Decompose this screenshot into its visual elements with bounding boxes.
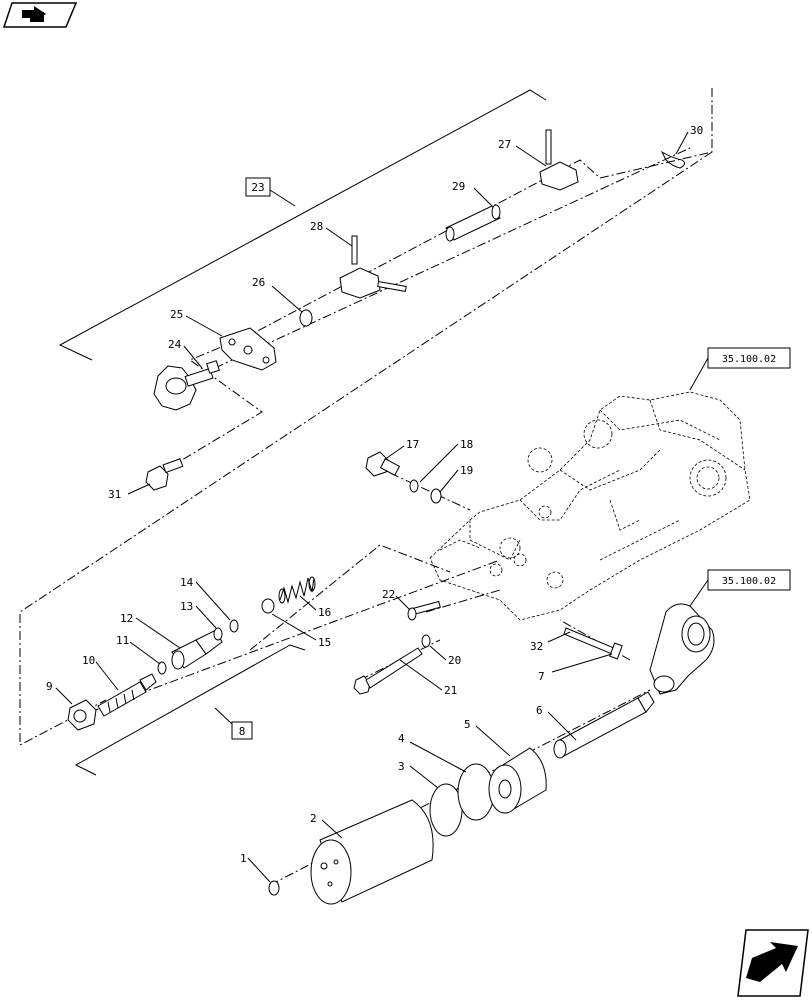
callout-8: 8 [239, 725, 246, 738]
callout-17: 17 [406, 438, 419, 451]
part-19-washer [430, 488, 442, 504]
part-18-ring [409, 479, 419, 493]
callout-3: 3 [398, 760, 405, 773]
callout-2: 2 [310, 812, 317, 825]
callout-12: 12 [120, 612, 133, 625]
callout-31: 31 [108, 488, 121, 501]
valve-housing [429, 391, 751, 621]
previous-page-icon[interactable] [2, 2, 78, 28]
callout-10: 10 [82, 654, 95, 667]
part-13-ring [213, 627, 223, 641]
axis-middle [89, 559, 501, 713]
part-15-ball [261, 598, 275, 614]
callout-6: 6 [536, 704, 543, 717]
callout-7: 7 [538, 670, 545, 683]
assembly-bracket-23: 23 [58, 89, 547, 361]
part-27-clevis [539, 129, 579, 191]
svg-text:35.100.02: 35.100.02 [722, 354, 776, 365]
callout-25: 25 [170, 308, 183, 321]
arm-reference[interactable]: 35.100.02 [689, 569, 791, 607]
part-4-ring [457, 763, 495, 821]
part-25-plate [219, 327, 277, 371]
part-30-clip [660, 150, 686, 169]
part-2-cylinder [310, 799, 434, 905]
part-22-screw [407, 600, 441, 621]
part-7-32-pin [563, 627, 623, 660]
part-20-washer [421, 634, 431, 648]
part-14-ring [229, 619, 239, 633]
callout-28: 28 [310, 220, 323, 233]
part-16-spring [278, 576, 316, 604]
callout-19: 19 [460, 464, 473, 477]
callout-4: 4 [398, 732, 405, 745]
callout-16: 16 [318, 606, 331, 619]
outline-8-inner [249, 544, 451, 651]
callout-20: 20 [448, 654, 461, 667]
callout-18: 18 [460, 438, 473, 451]
callout-13: 13 [180, 600, 193, 613]
outline-23 [161, 88, 713, 473]
part-6-rod [553, 691, 655, 759]
lift-arm [649, 603, 715, 695]
part-29-rod [445, 204, 501, 242]
part-28-clevis [339, 235, 407, 299]
part-21-bolt [353, 647, 423, 695]
callout-26: 26 [252, 276, 265, 289]
part-26-ring [299, 309, 313, 327]
part-10-spool [97, 673, 157, 717]
part-1-ring [268, 880, 280, 896]
svg-text:35.100.02: 35.100.02 [722, 576, 776, 587]
callout-11: 11 [116, 634, 129, 647]
callout-24: 24 [168, 338, 182, 351]
callout-5: 5 [464, 718, 471, 731]
outline-8 [19, 151, 713, 746]
next-page-icon[interactable] [737, 929, 809, 997]
callouts: 1 2 3 4 5 6 7 32 9 10 11 12 13 [46, 124, 703, 883]
callout-1: 1 [240, 852, 247, 865]
callout-21: 21 [444, 684, 457, 697]
part-17-vent [365, 451, 401, 477]
part-24-knob [153, 360, 220, 411]
axis-screw [425, 589, 501, 613]
callout-27: 27 [498, 138, 511, 151]
callout-30: 30 [690, 124, 703, 137]
assembly-bracket-8: 8 [74, 644, 306, 776]
part-3-ring [429, 783, 463, 837]
part-11-ring [157, 661, 167, 675]
axis-upper [214, 147, 691, 369]
part-9-nut [67, 699, 97, 731]
callout-32: 32 [530, 640, 543, 653]
callout-29: 29 [452, 180, 465, 193]
callout-14: 14 [180, 576, 194, 589]
part-5-piston [488, 747, 547, 814]
callout-23: 23 [251, 181, 264, 194]
part-31-bolt [145, 458, 184, 491]
callout-15: 15 [318, 636, 331, 649]
housing-reference[interactable]: 35.100.02 [689, 347, 791, 391]
callout-9: 9 [46, 680, 53, 693]
callout-22: 22 [382, 588, 395, 601]
